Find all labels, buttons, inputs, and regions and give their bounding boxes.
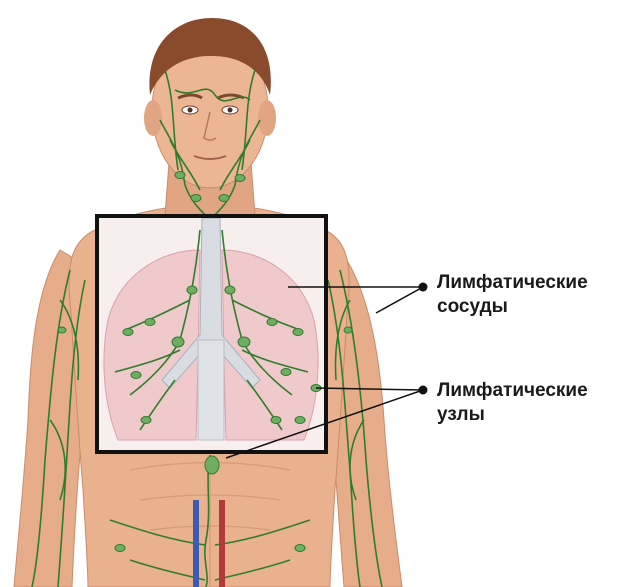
lymph-node-icon (219, 195, 229, 202)
lymph-nodes-label: Лимфатические узлы (437, 379, 588, 427)
lymph-node-icon (131, 372, 141, 379)
lymph-vessels-label-line2: сосуды (437, 295, 588, 319)
lymph-node-icon (238, 337, 250, 347)
lymph-node-icon (187, 286, 197, 294)
lymph-node-icon (115, 545, 125, 552)
pointer-dot-icon (419, 386, 428, 395)
lymph-node-icon (235, 175, 245, 182)
lymph-vessels-label-line1: Лимфатические (437, 271, 588, 295)
lymph-node-icon (267, 319, 277, 326)
lymph-node-icon (271, 417, 281, 424)
vessels-pointer-line-arm (376, 287, 423, 313)
lymph-node-icon (344, 327, 352, 333)
lymph-node-icon (141, 417, 151, 424)
lymph-node-icon (293, 329, 303, 336)
lymph-node-icon (123, 329, 133, 336)
lymph-nodes-label-line2: узлы (437, 403, 588, 427)
pointer-dot-icon (419, 283, 428, 292)
lymph-node-icon (145, 319, 155, 326)
chest-inset (97, 216, 326, 452)
lymph-node-icon (281, 369, 291, 376)
lymph-node-icon (295, 417, 305, 424)
lymph-node-icon (295, 545, 305, 552)
lymph-node-icon (58, 327, 66, 333)
lymph-node-icon (172, 337, 184, 347)
lymph-nodes-label-line1: Лимфатические (437, 379, 588, 403)
lymph-node-icon (191, 195, 201, 202)
lymph-node-icon (225, 286, 235, 294)
right-ear (258, 100, 276, 136)
lymph-vessels-label: Лимфатические сосуды (437, 271, 588, 319)
lymph-node-icon (175, 172, 185, 179)
left-ear (144, 100, 162, 136)
lymph-node-icon (205, 456, 219, 474)
esophagus (198, 340, 224, 440)
